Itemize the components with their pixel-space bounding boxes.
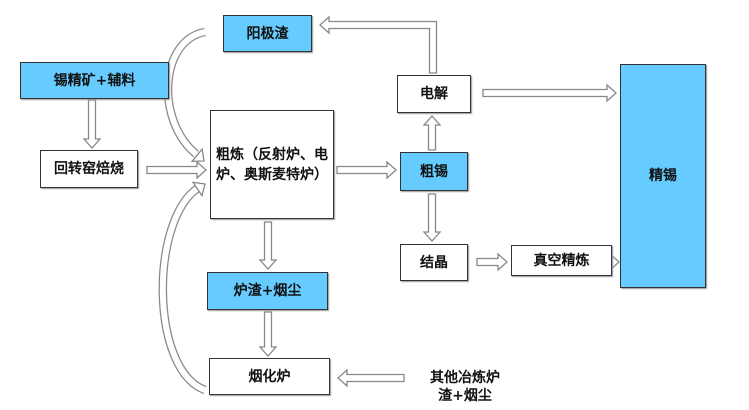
node-label: 精锡 [649, 168, 677, 184]
arrow-smelting-to-slag [258, 221, 278, 270]
node-crystallization: 结晶 [400, 244, 468, 281]
node-label: 回转窑焙烧 [54, 161, 124, 177]
arrow-electrolysis-to-refined-tin [482, 83, 617, 103]
node-electrolysis: 电解 [397, 75, 471, 113]
node-label: 粗炼（反射炉、电炉、奥斯麦特炉） [216, 146, 328, 183]
arrow-kiln-to-smelting [146, 160, 207, 180]
node-label: 锡精矿+辅料 [53, 72, 136, 89]
node-rough-smelting: 粗炼（反射炉、电炉、奥斯麦特炉） [210, 110, 334, 219]
other-slag-line1: 其他冶炼炉 [430, 370, 500, 386]
arrow-other-to-fuming [337, 368, 405, 388]
arrow-anode-slime-to-smelting-head [190, 147, 205, 163]
node-label: 粗锡 [420, 163, 448, 180]
node-label: 炉渣+烟尘 [233, 283, 302, 299]
node-refined-tin: 精锡 [620, 64, 706, 288]
arrow-crude-tin-to-crystallization [422, 193, 442, 242]
arrow-fuming-to-smelting-inner [159, 185, 207, 393]
node-label: 电解 [420, 86, 448, 102]
node-tin-concentrate: 锡精矿+辅料 [20, 62, 169, 99]
other-slag-line2: 渣+烟尘 [438, 388, 492, 404]
node-rotary-kiln: 回转窑焙烧 [40, 150, 138, 188]
arrow-smelting-to-crude-tin [336, 160, 397, 180]
node-label: 烟化炉 [248, 368, 291, 385]
node-fuming-furnace: 烟化炉 [209, 358, 330, 395]
arrow-fuming-to-smelting-head [191, 181, 206, 198]
arrow-concentrate-to-kiln [82, 99, 102, 149]
node-label: 结晶 [420, 254, 448, 271]
arrow-crude-tin-to-electrolysis [422, 115, 442, 151]
arrow-fuming-to-smelting [158, 184, 207, 394]
arrow-anode-slime-to-smelting [163, 27, 207, 158]
node-label: 真空精炼 [533, 252, 590, 269]
node-slag-dust: 炉渣+烟尘 [207, 272, 328, 310]
node-anode-slime: 阳极渣 [223, 15, 312, 52]
arrow-electrolysis-to-anode-slime [319, 15, 438, 74]
node-label: 阳极渣 [246, 25, 289, 42]
other-furnace-slag-text: 其他冶炼炉 渣+烟尘 [410, 369, 520, 405]
arrow-slag-to-fuming [258, 311, 278, 357]
node-vacuum-refining: 真空精炼 [511, 245, 612, 276]
node-crude-tin: 粗锡 [400, 152, 468, 191]
arrow-crystallization-to-vacuum [476, 252, 508, 272]
